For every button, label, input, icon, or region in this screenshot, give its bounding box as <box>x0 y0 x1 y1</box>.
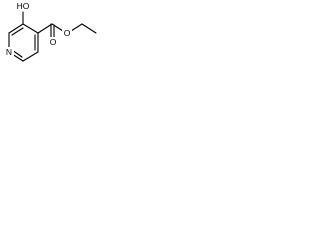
ring-bond-c5-c6 <box>22 51 39 62</box>
ring-to-carbonyl-bond <box>37 23 53 34</box>
hydroxyl-label-group: HO <box>15 1 31 11</box>
ester-oxygen-label: O <box>64 28 71 38</box>
nitrogen-label-group: N <box>4 47 14 57</box>
carbonyl-oxygen-label: O <box>50 37 57 47</box>
nitrogen-label: N <box>6 47 12 57</box>
ring-bond-c3-c4 <box>22 23 39 34</box>
ester-oxygen-to-ch2-bond <box>70 23 83 32</box>
ring-bond-c2-c3 <box>8 23 24 34</box>
carbonyl-oxygen-label-group: O <box>48 37 58 47</box>
ring-bond-c2-c3-inner <box>11 27 24 36</box>
ester-oxygen-label-group: O <box>62 28 72 38</box>
ch2-to-ch3-bond <box>81 23 97 34</box>
hydroxyl-label: HO <box>17 1 30 11</box>
carbonyl-to-ester-oxygen-bond <box>51 23 64 32</box>
molecule-diagram: N HO O O <box>4 1 97 62</box>
